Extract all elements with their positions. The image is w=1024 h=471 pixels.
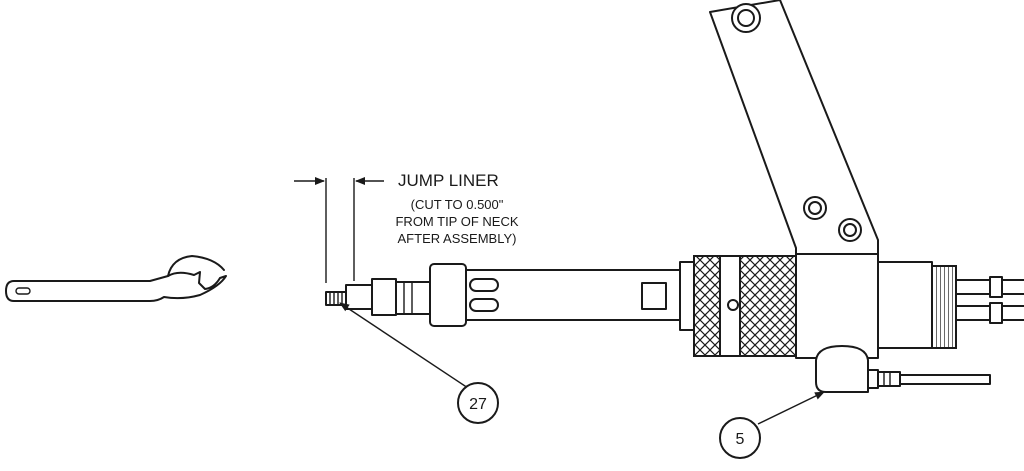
balloon-5: 5 (719, 417, 761, 459)
balloon-5-label: 5 (736, 431, 745, 448)
handle-body (709, 0, 1024, 359)
jump-liner-title: JUMP LINER (398, 171, 499, 190)
dimension-lines (294, 177, 384, 283)
cut-note-line-3: AFTER ASSEMBLY) (398, 231, 517, 246)
leader-27 (339, 302, 469, 389)
torch-neck (325, 263, 681, 327)
leader-5 (757, 391, 825, 425)
balloon-27-label: 27 (469, 396, 487, 413)
cut-note-line-2: FROM TIP OF NECK (395, 214, 518, 229)
spanner-wrench (5, 255, 227, 302)
knurled-coupling (679, 255, 797, 357)
sensor-cable (815, 345, 991, 393)
cut-note-line-1: (CUT TO 0.500" (411, 197, 504, 212)
balloon-27: 27 (457, 382, 499, 424)
